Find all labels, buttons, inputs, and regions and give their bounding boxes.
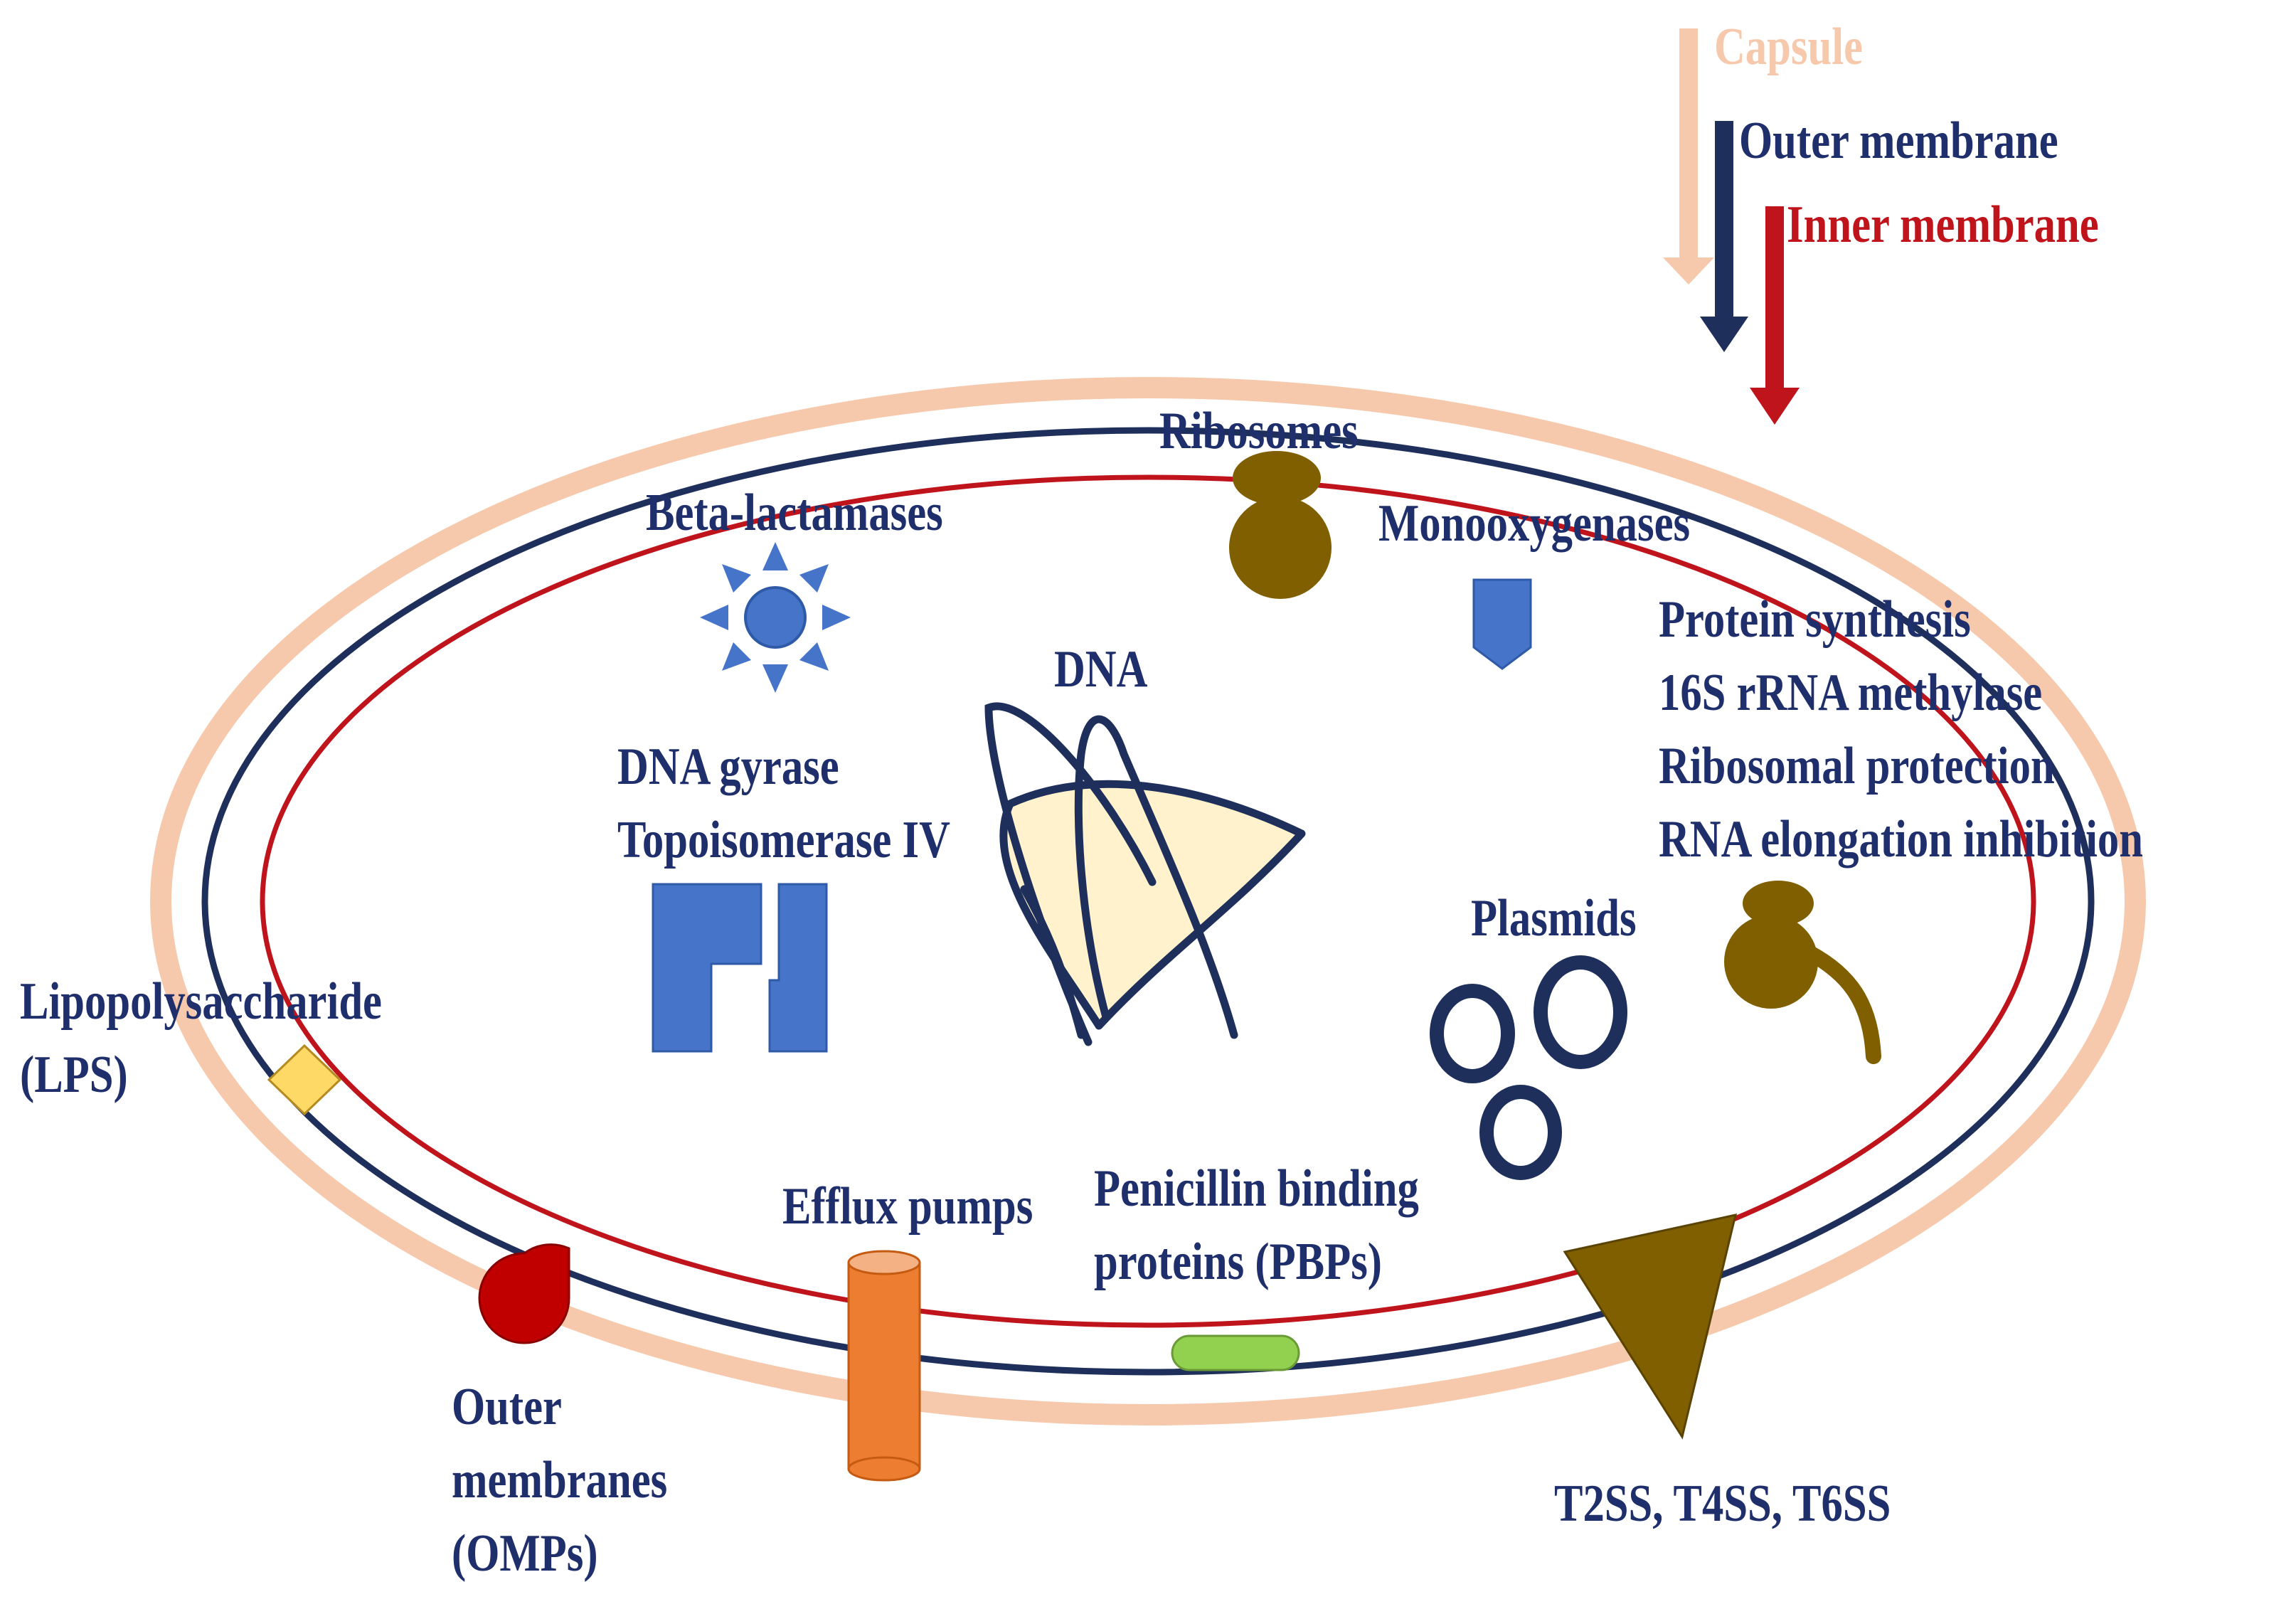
lps-abbr-label: (LPS) (20, 1045, 128, 1103)
plasmids-icon (1430, 955, 1627, 1180)
inner-membrane-layer (260, 474, 2036, 1328)
efflux-pumps-label: Efflux pumps (782, 1177, 1033, 1235)
pbp-icon (1171, 1334, 1300, 1371)
efflux-pump-icon (847, 1250, 921, 1482)
secretion-system-icon (1563, 1214, 1738, 1440)
lps-icon (267, 1044, 342, 1116)
rrna-methylase-label: 16S rRNA methylase (1659, 663, 2042, 721)
dna-strand-icon (984, 702, 1306, 1046)
dna-label: DNA (1054, 639, 1148, 698)
topoisomerase-label: Topoisomerase IV (617, 810, 950, 869)
beta-lactamase-icon (700, 542, 851, 693)
omps-label-line2: membranes (452, 1450, 667, 1509)
omps-label-line1: Outer (452, 1377, 562, 1435)
monooxygenases-label: Monooxygenases (1378, 494, 1690, 552)
inner-membrane-label: Inner membrane (1787, 195, 2099, 253)
dna-gyrase-label: DNA gyrase (617, 737, 839, 795)
dna-gyrase-icon (652, 883, 828, 1053)
ribosomal-protection-label: Ribosomal protection (1659, 736, 2055, 795)
capsule-layer (150, 377, 2146, 1425)
plasmids-label: Plasmids (1471, 888, 1637, 947)
monooxygenase-icon (1472, 578, 1532, 670)
secretion-systems-label: T2SS, T4SS, T6SS (1554, 1474, 1891, 1532)
omps-label-line3: (OMPs) (452, 1524, 598, 1582)
outer-membrane-arrow (1700, 121, 1748, 352)
lps-label: Lipopolysaccharide (20, 972, 382, 1030)
outer-membrane-label: Outer membrane (1739, 111, 2058, 169)
pbps-label-line1: Penicillin binding (1094, 1159, 1419, 1217)
capsule-label: Capsule (1714, 17, 1863, 75)
capsule-arrow (1663, 28, 1714, 285)
inner-membrane-arrow (1750, 206, 1800, 425)
pbps-label-line2: proteins (PBPs) (1094, 1232, 1382, 1290)
beta-lactamases-label: Beta-lactamases (646, 483, 943, 541)
rna-elongation-label: RNA elongation inhibition (1659, 809, 2143, 868)
protein-synthesis-label: Protein synthesis (1659, 590, 1971, 648)
outer-membrane-layer (201, 427, 2095, 1376)
ribosomes-label: Ribosomes (1159, 401, 1359, 460)
ribosome-icon (1229, 451, 1332, 599)
protein-synthesis-ribosome-icon (1724, 881, 1881, 1064)
omp-icon (478, 1243, 570, 1344)
